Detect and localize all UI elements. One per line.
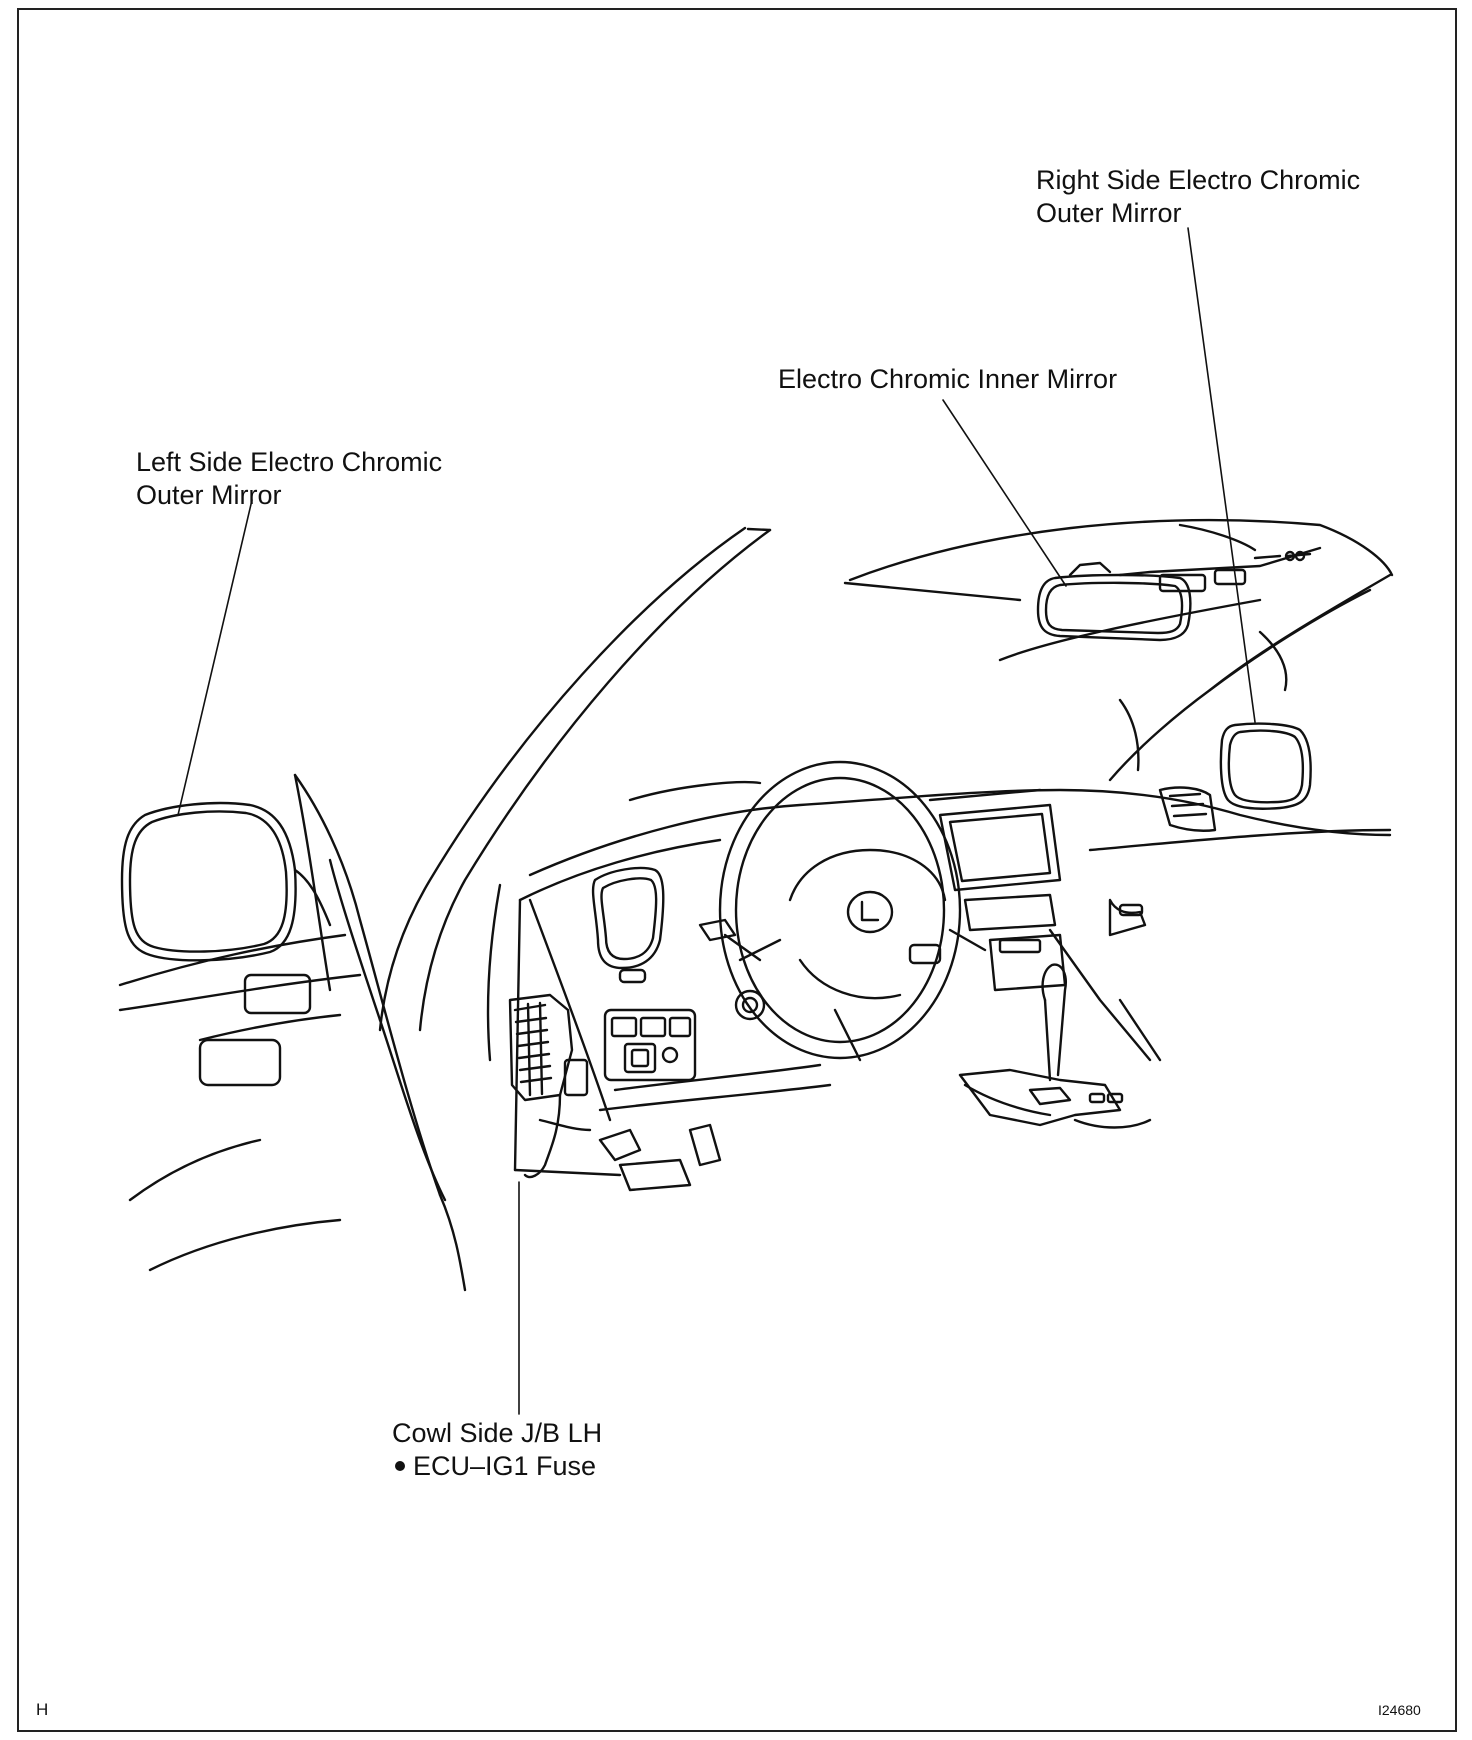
leader-inner-mirror [942, 399, 1067, 587]
callout-left-line2: Outer Mirror [136, 480, 282, 510]
callout-jb-line2: ECU–IG1 Fuse [392, 1450, 602, 1483]
callout-right-line1: Right Side Electro Chromic [1036, 165, 1361, 195]
right-outer-mirror [1219, 722, 1312, 810]
diagram-frame [17, 8, 1457, 1732]
callout-jb-line1: Cowl Side J/B LH [392, 1418, 603, 1448]
leader-lines [177, 227, 1256, 1415]
callout-junction-block: Cowl Side J/B LH ECU–IG1 Fuse [392, 1417, 602, 1483]
callout-inner-line1: Electro Chromic Inner Mirror [778, 364, 1118, 394]
callout-right-outer-mirror: Right Side Electro Chromic Outer Mirror [1036, 164, 1360, 230]
callout-jb-fuse: ECU–IG1 Fuse [413, 1451, 597, 1481]
callout-left-outer-mirror: Left Side Electro Chromic Outer Mirror [136, 446, 442, 512]
dashboard [513, 780, 1392, 1177]
switch-panel [603, 1008, 697, 1082]
leader-right-outer-mirror [1187, 227, 1256, 723]
windshield-roof [843, 518, 1394, 782]
callout-left-line1: Left Side Electro Chromic [136, 447, 443, 477]
corner-left-code: H [36, 1700, 49, 1719]
center-stack [938, 803, 1147, 992]
steering-wheel [718, 760, 987, 1062]
steering-column [698, 918, 766, 1021]
callout-inner-mirror: Electro Chromic Inner Mirror [778, 363, 1117, 396]
inner-mirror-assembly [1036, 546, 1322, 642]
callout-right-line2: Outer Mirror [1036, 198, 1182, 228]
bullet-icon [395, 1461, 405, 1472]
lexus-emblem-icon [860, 900, 880, 922]
leader-left-outer-mirror [177, 499, 253, 816]
lower-dash-console [598, 963, 1152, 1192]
door [118, 773, 467, 1292]
cowl-side-junction-block [508, 993, 592, 1179]
air-vents [591, 786, 1217, 984]
a-pillar [378, 526, 772, 1062]
left-outer-mirror [120, 801, 332, 962]
figure-id: I24680 [1378, 1702, 1421, 1718]
